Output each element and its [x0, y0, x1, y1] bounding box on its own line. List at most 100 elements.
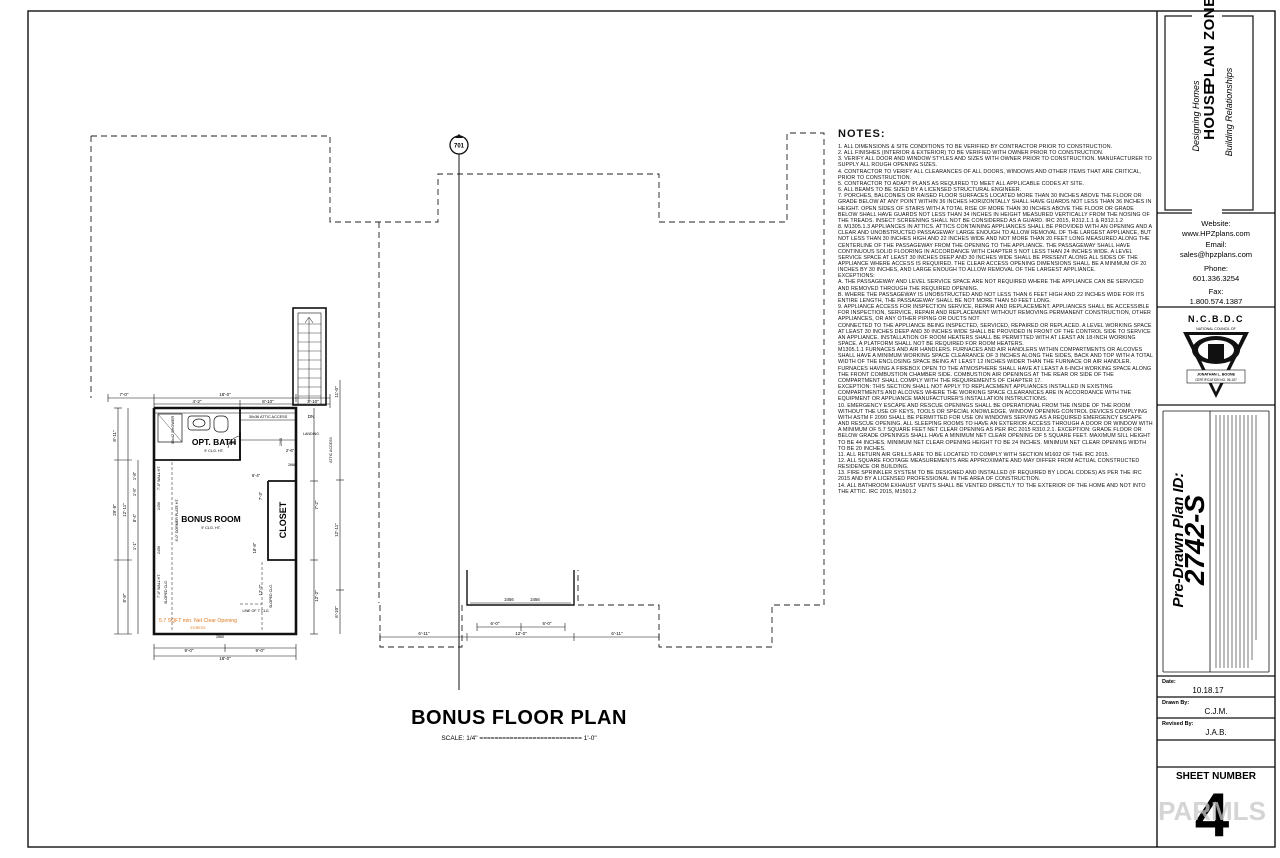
- date-label: Date:: [1162, 679, 1176, 685]
- logo-house: HOUSE: [1201, 84, 1218, 140]
- door-code-3: 2068: [228, 441, 236, 445]
- stair-treads: [298, 323, 321, 397]
- sheet-number-label: SHEET NUMBER: [1176, 771, 1257, 782]
- ncbdc-sub: NATIONAL COUNCIL OF: [1196, 327, 1236, 331]
- company-logo: HOUSE PLAN ZONE Designing Homes Building…: [1164, 0, 1254, 214]
- note-item: 3. VERIFY ALL DOOR AND WINDOW STYLES AND…: [838, 156, 1152, 169]
- dim-top-overall: 18'-0": [219, 392, 231, 397]
- dim-inner-a: 7'-3": [258, 491, 263, 500]
- dim-right-d: 12'-2": [314, 590, 319, 602]
- plan-id-block: Pre-Drawn Plan ID: 2742-S: [1170, 415, 1257, 668]
- sheet-number-value: 4: [1195, 781, 1230, 850]
- logo-tag-1: Designing Homes: [1191, 80, 1201, 152]
- dim-left-c: 8'-8": [122, 593, 127, 602]
- note-item: 9. APPLIANCE ACCESS FOR INSPECTION SERVI…: [838, 304, 1151, 323]
- sloped-clg-2: SLOPED CLG.: [269, 584, 273, 608]
- revised-by-label: Revised By:: [1162, 721, 1194, 727]
- revised-by-value: J.A.B.: [1205, 728, 1226, 737]
- note-item: 4. CONTRACTOR TO VERIFY ALL CLEARANCES O…: [838, 168, 1142, 181]
- dim-top-b: 8'-10": [262, 399, 274, 404]
- dim-left-b: 12'-11": [122, 503, 127, 517]
- plan-id-label: Pre-Drawn Plan ID:: [1170, 472, 1187, 607]
- dim-left-inner2: 1'-5": [132, 487, 137, 496]
- window-code-3: 2860: [216, 635, 224, 639]
- note-item: 2. ALL FINISHES (INTERIOR & EXTERIOR) TO…: [838, 150, 1104, 157]
- dim-left-inner1: 1'-8": [132, 471, 137, 480]
- front-gable: [466, 570, 575, 606]
- window-code-2: 2456: [530, 597, 540, 602]
- legal-fine-print: [1215, 415, 1257, 668]
- note-item: EXCEPTIONS:: [838, 273, 875, 280]
- email-value: sales@hpzplans.com: [1180, 250, 1252, 259]
- knee-wall-2: 7'-0" WALL HT.: [157, 574, 161, 598]
- ncbdc-seal: N.C.B.D.C NATIONAL COUNCIL OF JONATHAN L…: [1183, 314, 1249, 398]
- dim-bottom-b: 9'-0": [256, 648, 265, 653]
- dim-top-c: 3'-10": [307, 399, 319, 404]
- column-marker-label: 701: [454, 144, 465, 150]
- note-item: 12. ALL SQUARE FOOTAGE MEASUREMENTS ARE …: [838, 457, 1140, 471]
- landing-label: LANDING: [303, 432, 319, 436]
- line-of-clg: LINE OF 7' CLG.: [242, 609, 269, 613]
- dim-top-left: 7'-0": [120, 392, 129, 397]
- note-item: EXCEPTION: THIS SECTION SHALL NOT APPLY …: [838, 384, 1132, 403]
- front-dimensions: [379, 623, 660, 641]
- cert-no: CERTIFICATION NO. 06-157: [1195, 378, 1237, 382]
- dim-inner-c: 6'-4": [252, 473, 261, 478]
- sheet-number-block: SHEET NUMBER 4 PARMLS: [1158, 771, 1266, 850]
- egress-sub: EGRESS: [191, 626, 207, 630]
- date-value: 10.18.17: [1192, 686, 1224, 695]
- stair-dn-label: DN: [308, 414, 315, 419]
- note-item: 14. ALL BATHROOM EXHAUST VENTS SHALL BE …: [838, 482, 1146, 495]
- website-value: www.HPZplans.com: [1181, 229, 1250, 238]
- note-item: 5. CONTRACTOR TO ADAPT PLANS AS REQUIRED…: [838, 180, 1085, 187]
- dim-right-a: 11'-0": [334, 386, 339, 398]
- plan-id-value: 2742-S: [1179, 495, 1210, 587]
- drawn-by-value: C.J.M.: [1204, 707, 1227, 716]
- dim-bottom-a: 9'-0": [185, 648, 194, 653]
- note-item: 7. PORCHES, BALCONIES OR RAISED FLOOR SU…: [838, 193, 1152, 224]
- fax-value: 1.800.574.1387: [1190, 297, 1243, 306]
- email-label: Email:: [1205, 240, 1226, 249]
- designer-name: JONATHAN L. BOONE: [1197, 373, 1236, 377]
- contact-block: Website: www.HPZplans.com Email: sales@h…: [1180, 219, 1252, 306]
- dim-right-e: 6'-10": [334, 606, 339, 618]
- note-item: 1. ALL DIMENSIONS & SITE CONDITIONS TO B…: [838, 144, 1113, 150]
- drawing-scale: SCALE: 1/4" =========================== …: [441, 735, 597, 742]
- plan-dimensions: [107, 380, 344, 660]
- phone-value: 601.336.3254: [1193, 274, 1239, 283]
- dim-front-a: 6'-0": [491, 621, 500, 626]
- column-marker-arrow: [455, 134, 463, 138]
- note-item: b. WHERE THE PASSAGEWAY IS UNOBSTRUCTED …: [838, 291, 1145, 304]
- logo-tag-2: Building Relationships: [1224, 67, 1234, 156]
- bath-label: OPT. BATH: [192, 437, 236, 447]
- door-code-5: 2456: [157, 546, 161, 554]
- note-item: CONNECTED TO THE APPLIANCE BEING INSPECT…: [838, 322, 1152, 347]
- door-code-1: 2068: [279, 438, 283, 446]
- dim-inner-e: 2'-6": [286, 448, 295, 453]
- dim-left-overall: 29'-8": [112, 504, 117, 516]
- bath-fixtures: [157, 413, 241, 449]
- dim-inner-d: 12'-2": [258, 584, 263, 595]
- door-code-4: 2456: [157, 502, 161, 510]
- shower-label: 36x42 SHOWER: [171, 416, 175, 445]
- dormer-plate: 6'-0" DORMER PLATE HT.: [175, 498, 179, 541]
- dim-left-inner3: 8'-4": [132, 513, 137, 522]
- door-code-2: 2668: [288, 463, 296, 467]
- attic-access-label: 30x36 ATTIC ACCESS: [249, 415, 288, 419]
- note-item: 10. EMERGENCY ESCAPE AND RESCUE OPENINGS…: [838, 402, 1153, 452]
- exterior-walls: [152, 406, 298, 636]
- revision-block: Date: 10.18.17 Drawn By: C.J.M. Revised …: [1162, 679, 1228, 737]
- drawn-by-label: Drawn By:: [1162, 700, 1189, 706]
- window-code-1: 2456: [504, 597, 514, 602]
- knee-wall-1: 7'-0" WALL HT.: [157, 466, 161, 490]
- sloped-clg-1: SLOPED CLG.: [164, 580, 168, 604]
- attic-access-label-2: ATTIC ACCESS: [329, 437, 333, 463]
- dim-right-b: 12'-11": [334, 523, 339, 537]
- title-block: [1157, 212, 1275, 768]
- dim-front-b: 6'-0": [543, 621, 552, 626]
- note-item: 6. ALL BEAMS TO BE SIZED BY A LICENSED S…: [838, 187, 1022, 194]
- stair: [292, 307, 327, 406]
- notes-heading: NOTES:: [838, 128, 886, 140]
